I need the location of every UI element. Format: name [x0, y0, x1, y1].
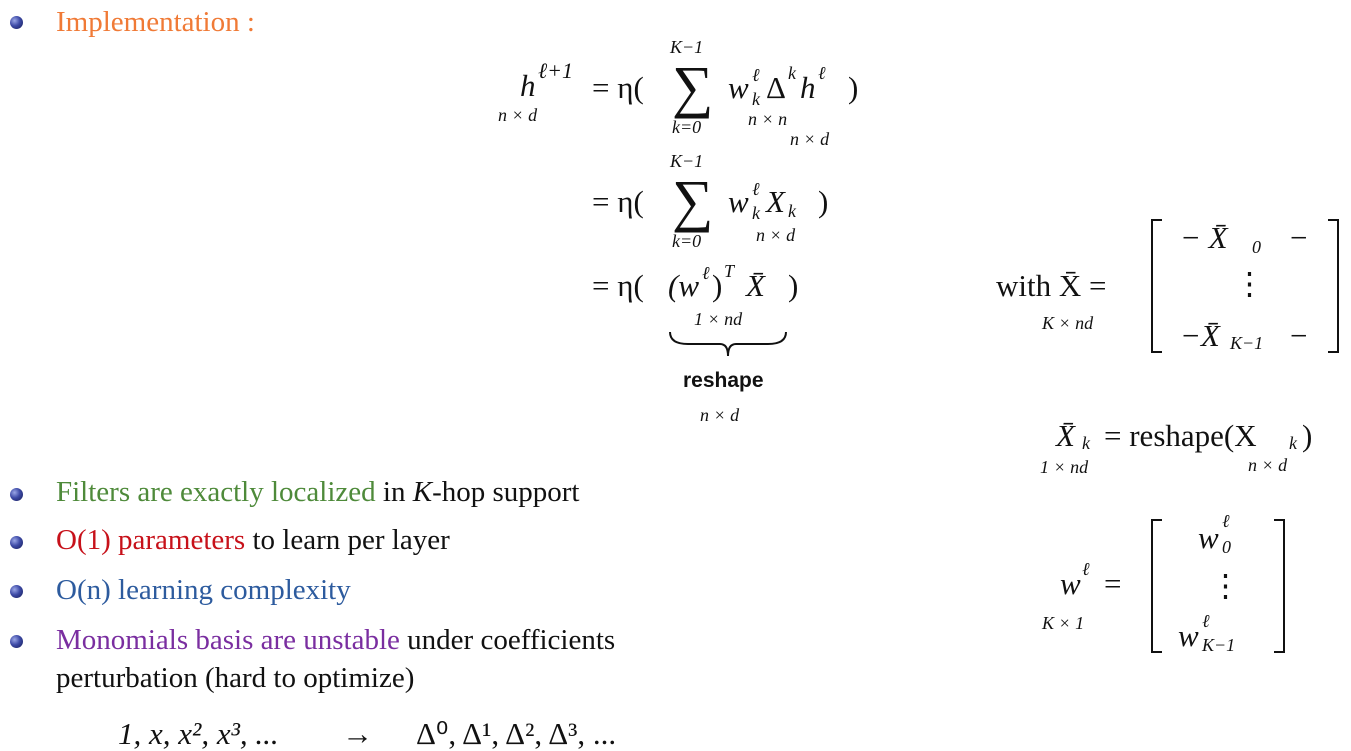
bullet-monomials-colored: Monomials basis are unstable [56, 624, 400, 656]
xk-dim2: n × d [1248, 455, 1288, 475]
bullet-localized-rest-a: in [375, 476, 413, 508]
w-row1-sub: 0 [1222, 537, 1231, 557]
reshape-label: reshape [683, 369, 764, 392]
row2-w: w [728, 184, 749, 219]
reshape-dim: n × d [700, 405, 740, 425]
with-xbar-dim: K × nd [1042, 313, 1094, 333]
row1-sum-top: K−1 [670, 37, 704, 57]
row2-close: ) [818, 184, 829, 219]
row3-close: ) [788, 268, 799, 303]
w-row3: w [1178, 618, 1199, 653]
mat-row1-sub: 0 [1252, 237, 1261, 257]
eq-lhs-dim: n × d [498, 105, 538, 125]
row1-dim2: n × d [790, 129, 830, 149]
bullet-icon [10, 536, 23, 549]
row2-X: X [766, 184, 785, 219]
series-arrow: → [342, 716, 373, 751]
left-bracket-icon [1151, 219, 1162, 353]
bullet-icon [10, 16, 23, 29]
mat-row3: −X̄ [1180, 318, 1220, 353]
bullet-monomials-line2: perturbation (hard to optimize) [56, 662, 415, 694]
series-right: Δ⁰, Δ¹, Δ², Δ³, ... [416, 716, 617, 751]
row2-X-sub: k [788, 201, 796, 221]
row1-w-sup: ℓ [752, 65, 760, 85]
bullet-icon [10, 635, 23, 648]
series-left: 1, x, x², x³, ... [118, 716, 279, 751]
w-lhs-sup: ℓ [1082, 559, 1090, 579]
bullet-parameters-colored: O(1) parameters [56, 524, 246, 556]
row3-T: T [724, 261, 735, 281]
mat-row1: − X̄ [1180, 220, 1228, 255]
row1-sigma: ∑ [672, 54, 714, 119]
mat-dots: ⋮ [1234, 266, 1265, 301]
eq-lhs-sup: ℓ+1 [538, 58, 574, 83]
xk-rhs-close: ) [1302, 418, 1313, 453]
row1-w: w [728, 70, 749, 105]
w-row3-sup: ℓ [1202, 611, 1210, 631]
bullet-parameters-rest: to learn per layer [245, 524, 450, 556]
bullet-parameters: O(1) parameters to learn per layer [56, 526, 450, 555]
xk-rhs-sub: k [1289, 433, 1297, 453]
w-right-bracket-icon [1274, 519, 1285, 653]
row2-sum-bot: k=0 [672, 231, 702, 251]
row1-delta-sup: k [788, 63, 796, 83]
row2-dim: n × d [756, 225, 796, 245]
mat-row1-end: − [1290, 220, 1308, 255]
row2-w-sup: ℓ [752, 179, 760, 199]
w-row1-sup: ℓ [1222, 511, 1230, 531]
underbrace-icon [669, 331, 787, 357]
row2-eq-eta: = η( [592, 184, 644, 219]
mat-row3-end: − [1290, 318, 1308, 353]
row2-w-sub: k [752, 203, 760, 223]
w-row1: w [1198, 520, 1219, 555]
bullet-monomials-rest: under coefficients [399, 624, 616, 656]
row2-sigma: ∑ [672, 168, 714, 233]
w-eq: = [1104, 566, 1122, 601]
row3-eq-eta: = η( [592, 268, 644, 303]
xk-dim1: 1 × nd [1040, 457, 1089, 477]
bullet-icon [10, 585, 23, 598]
bullet-localized: Filters are exactly localized in K-hop s… [56, 478, 579, 507]
row3-w: (w [668, 268, 699, 303]
row3-Xbar: X̄ [746, 268, 765, 303]
bullet-localized-K: K [412, 476, 433, 508]
row3-dim: 1 × nd [694, 309, 743, 329]
xk-rhs: = reshape(X [1104, 418, 1257, 453]
row1-eq-eta: = η( [592, 70, 644, 105]
row3-w-sup: ℓ [702, 263, 710, 283]
row1-dim1: n × n [748, 109, 788, 129]
mat-row3-sub: K−1 [1230, 333, 1264, 353]
row2-sum-top: K−1 [670, 151, 704, 171]
bullet-icon [10, 488, 23, 501]
section-heading: Implementation : [56, 6, 255, 38]
xk-lhs: X̄ [1056, 418, 1075, 453]
xk-lhs-sub: k [1082, 433, 1090, 453]
bullet-localized-colored: Filters are exactly localized [56, 476, 376, 508]
row1-sum-bot: k=0 [672, 117, 702, 137]
row1-h: h [800, 70, 816, 105]
row3-w-close: ) [712, 268, 723, 303]
row1-close: ) [848, 70, 859, 105]
row1-w-sub: k [752, 89, 760, 109]
with-xbar-label: with X̄ = [996, 268, 1107, 303]
bullet-localized-rest-b: -hop support [432, 476, 580, 508]
eq-lhs-h: h [520, 68, 536, 103]
w-lhs: w [1060, 566, 1081, 601]
right-bracket-icon [1328, 219, 1339, 353]
bullet-complexity: O(n) learning complexity [56, 574, 351, 606]
bullet-monomials: Monomials basis are unstable under coeff… [56, 626, 615, 655]
w-dots: ⋮ [1210, 568, 1241, 603]
w-row3-sub: K−1 [1202, 635, 1236, 655]
w-left-bracket-icon [1151, 519, 1162, 653]
row1-delta: Δ [766, 70, 786, 105]
row1-h-sup: ℓ [818, 63, 826, 83]
w-dim: K × 1 [1042, 613, 1085, 633]
